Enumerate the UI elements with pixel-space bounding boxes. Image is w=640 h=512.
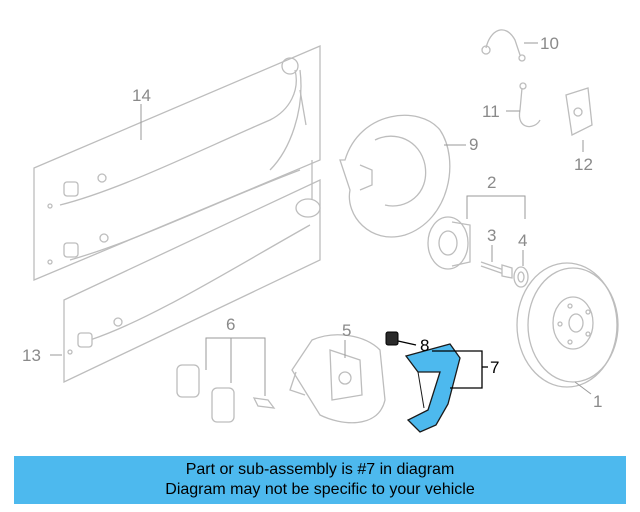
leader-lines [50, 42, 592, 396]
backing-plate-9 [339, 114, 451, 238]
caliper-5 [289, 334, 386, 424]
callout-10: 10 [540, 34, 559, 53]
callout-13: 13 [22, 346, 41, 365]
callout-4: 4 [518, 231, 527, 250]
bolt-8 [385, 331, 399, 346]
hub-assembly-2 [427, 216, 471, 270]
sensor-11 [518, 82, 541, 128]
brake-pads-6 [176, 364, 276, 423]
banner-line-part: Part or sub-assembly is #7 in diagram [185, 461, 455, 478]
harness-panel-14 [33, 45, 321, 281]
sensor-bracket-12 [565, 87, 593, 136]
hub-bolt-3 [480, 261, 513, 279]
callout-3: 3 [487, 226, 496, 245]
callout-2: 2 [487, 173, 496, 192]
sensor-10 [481, 29, 526, 62]
callout-9: 9 [469, 135, 478, 154]
ring-4 [513, 266, 529, 288]
callout-6: 6 [226, 315, 235, 334]
callout-8: 8 [420, 336, 429, 355]
callout-11: 11 [482, 102, 500, 121]
banner-line-disclaimer: Diagram may not be specific to your vehi… [165, 481, 475, 498]
brake-disc-1 [516, 262, 619, 388]
callout-1: 1 [593, 392, 602, 411]
callout-5: 5 [342, 321, 351, 340]
callout-7: 7 [490, 358, 499, 377]
callout-12: 12 [574, 155, 593, 174]
harness-panel-13 [63, 178, 321, 384]
parts-diagram: 14 9 10 11 12 2 3 4 13 6 5 1 8 7 [22, 29, 619, 433]
callout-14: 14 [132, 86, 151, 105]
info-banner: Part or sub-assembly is #7 in diagram Di… [14, 456, 626, 504]
caliper-carrier-7 [404, 343, 461, 433]
